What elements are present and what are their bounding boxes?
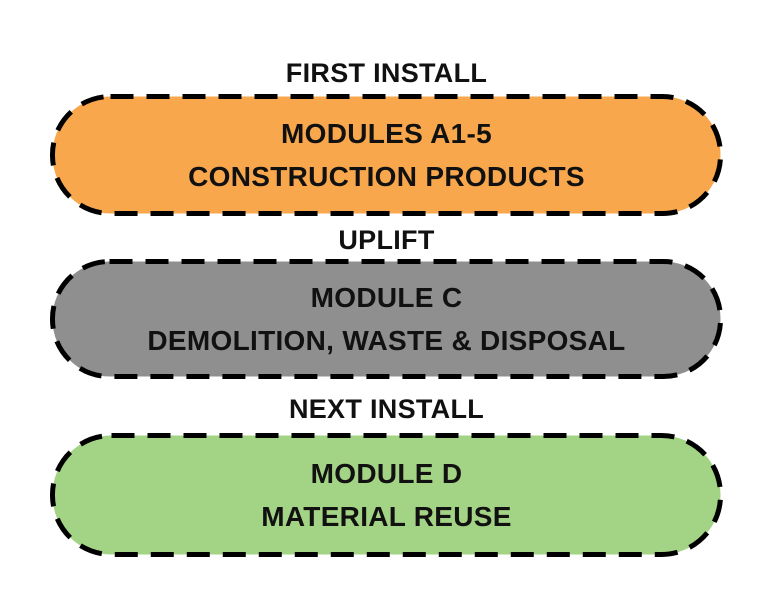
block-title: MODULES A1-5	[280, 118, 493, 149]
pill-rect	[50, 433, 723, 557]
pill-rect	[50, 259, 723, 379]
pill-rect	[50, 94, 723, 216]
block-title: MODULE D	[310, 458, 463, 489]
block-subtitle: CONSTRUCTION PRODUCTS	[188, 161, 585, 192]
stage-label-uplift: UPLIFT	[338, 225, 435, 255]
block-construction-products: MODULES A1-5 CONSTRUCTION PRODUCTS	[50, 94, 723, 216]
block-subtitle: DEMOLITION, WASTE & DISPOSAL	[147, 325, 626, 356]
block-demolition-waste-disposal: MODULE C DEMOLITION, WASTE & DISPOSAL	[50, 259, 723, 379]
block-subtitle: MATERIAL REUSE	[261, 501, 512, 532]
block-text: MODULE C DEMOLITION, WASTE & DISPOSAL	[50, 259, 723, 379]
stage-label-next-install: NEXT INSTALL	[288, 394, 485, 424]
dashed-pill-shape	[50, 259, 723, 379]
dashed-pill-shape	[50, 433, 723, 557]
block-title: MODULE C	[310, 282, 463, 313]
block-text: MODULE D MATERIAL REUSE	[50, 433, 723, 557]
block-material-reuse: MODULE D MATERIAL REUSE	[50, 433, 723, 557]
dashed-pill-shape	[50, 94, 723, 216]
stage-label-first-install: FIRST INSTALL	[285, 58, 488, 88]
block-text: MODULES A1-5 CONSTRUCTION PRODUCTS	[50, 94, 723, 216]
